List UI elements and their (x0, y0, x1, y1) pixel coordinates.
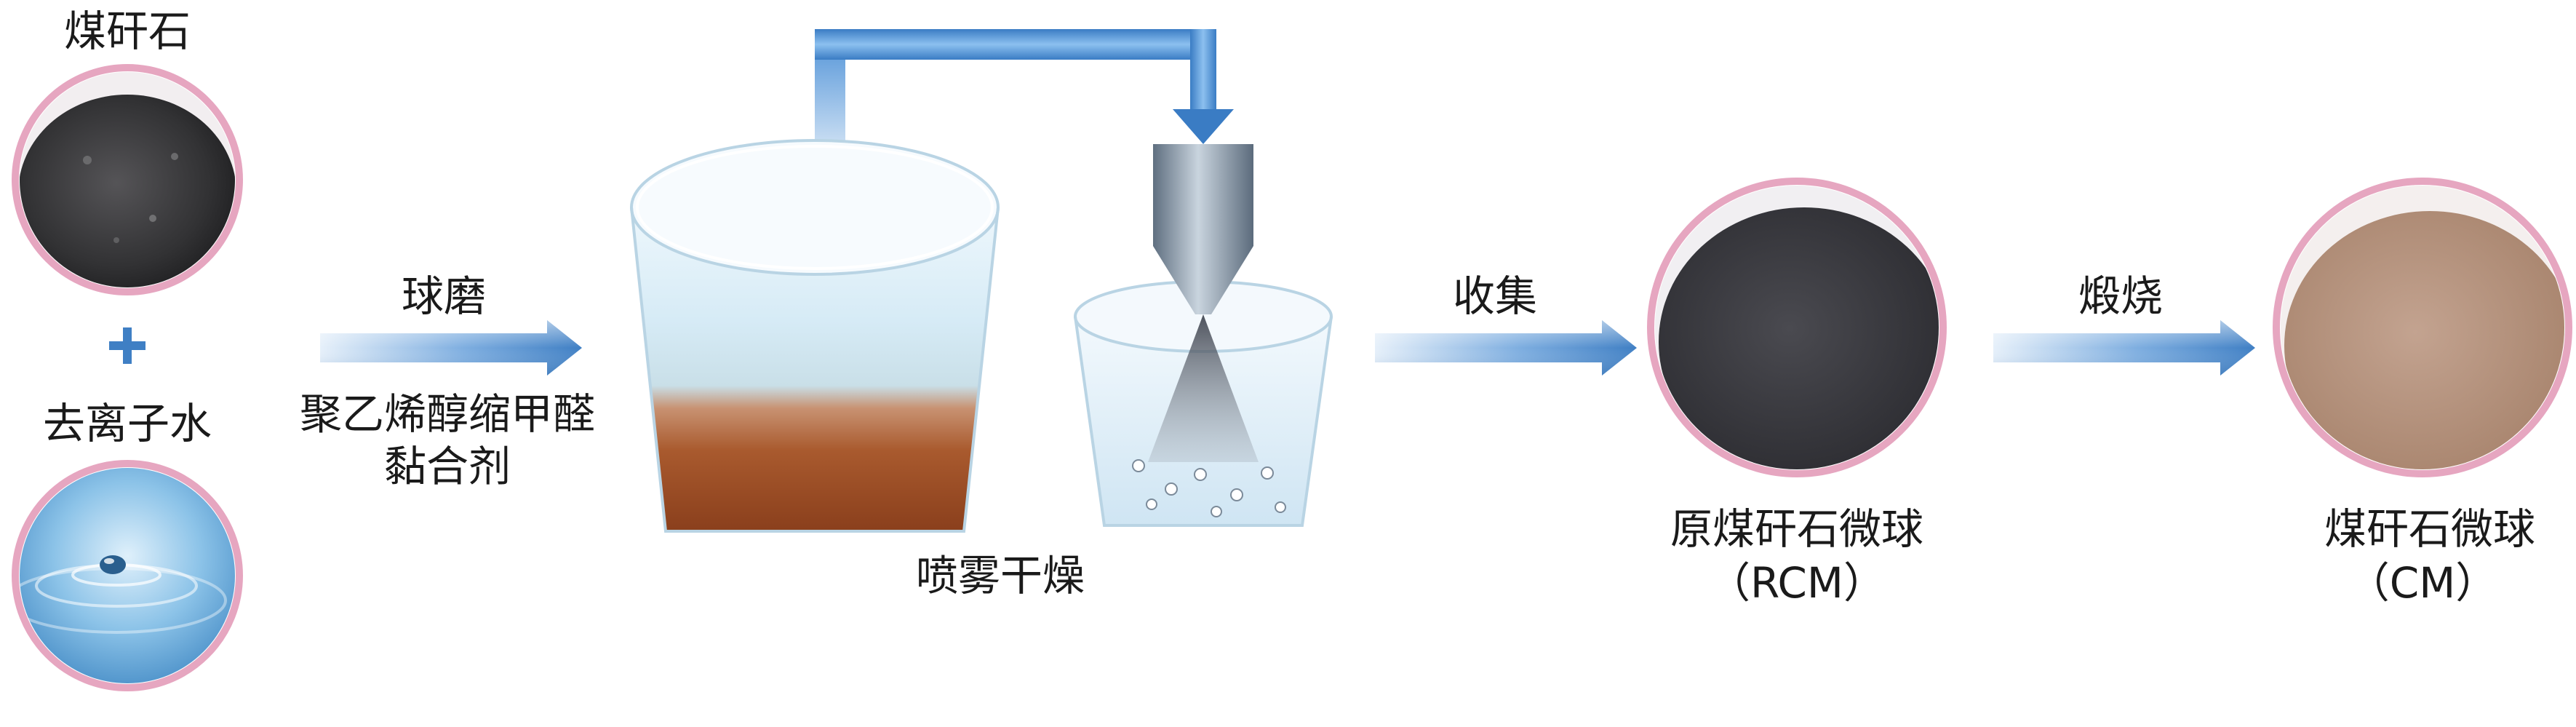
water-image (7, 464, 240, 691)
spray-nozzle (1153, 144, 1253, 246)
ball-mill-beaker (631, 140, 998, 531)
coal-gangue-image (15, 68, 240, 295)
collect-label: 收集 (1448, 275, 1542, 317)
binder-label-line1: 聚乙烯醇缩甲醛 (287, 393, 607, 435)
arrow-collect (1375, 320, 1637, 376)
water-label: 去离子水 (36, 402, 218, 445)
spray-dryer (1075, 144, 1331, 525)
rcm-abbr-label: （RCM） (1673, 562, 1921, 604)
spray-drying-label: 喷雾干燥 (902, 555, 1098, 597)
rcm-name-label: 原煤矸石微球 (1651, 508, 1942, 550)
ball-milling-label: 球磨 (396, 275, 491, 317)
coal-gangue-label: 煤矸石 (62, 10, 193, 52)
cm-microsphere-image (2276, 181, 2575, 480)
arrow-calcine (1993, 320, 2255, 376)
binder-label-line2: 黏合剂 (346, 445, 549, 488)
cm-name-label: 煤矸石微球 (2306, 508, 2553, 550)
plus-icon (109, 327, 145, 364)
arrow-ball-milling (320, 320, 582, 376)
rcm-microsphere-image (1651, 181, 1950, 477)
cm-abbr-label: （CM） (2313, 562, 2532, 604)
calcine-label: 煅烧 (2073, 275, 2168, 317)
